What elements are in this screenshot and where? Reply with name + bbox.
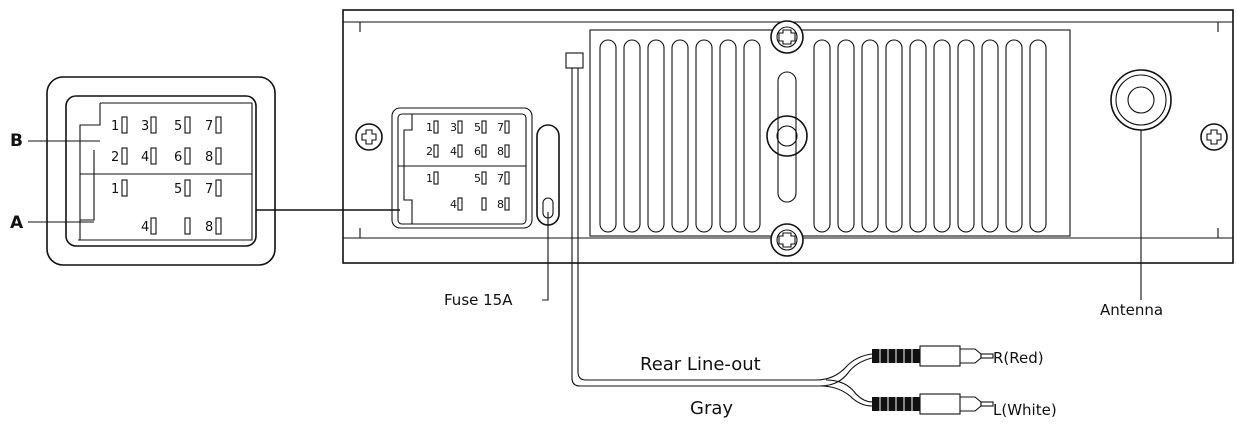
pin-label: 1 bbox=[111, 182, 119, 197]
screw-head-icon bbox=[1200, 123, 1228, 151]
screw-head-icon bbox=[770, 20, 804, 54]
rear-line-out-cable: R(Red) L(White) Rear Line-out Gray bbox=[571, 68, 1057, 419]
fuse-label: Fuse 15A bbox=[444, 291, 513, 309]
pin-label: 4 bbox=[141, 220, 149, 235]
pin-label: 1 bbox=[111, 119, 119, 134]
rca-plug-icon bbox=[872, 345, 994, 367]
pin-label: 8 bbox=[497, 145, 504, 158]
pin-label: 2 bbox=[426, 145, 433, 158]
pin-label: 4 bbox=[141, 150, 149, 165]
screw-head-icon bbox=[770, 223, 804, 257]
pin-label: 6 bbox=[474, 145, 481, 158]
pin-label: 5 bbox=[474, 121, 481, 134]
pin-label: 3 bbox=[450, 121, 457, 134]
enlarged-connector: 1 3 5 7 2 4 6 8 1 5 7 4 bbox=[10, 76, 276, 266]
pin-label: 7 bbox=[205, 119, 213, 134]
pin-label: 5 bbox=[174, 119, 182, 134]
fuse-icon bbox=[536, 124, 560, 226]
group-a-label: A bbox=[10, 213, 24, 233]
heat-sink-fins-right bbox=[813, 39, 1047, 233]
pin-label: 6 bbox=[174, 150, 182, 165]
enlarged-group-b-pins: 1 3 5 7 2 4 6 8 bbox=[111, 116, 222, 165]
pin-label: 2 bbox=[111, 150, 119, 165]
pin-label: 3 bbox=[141, 119, 149, 134]
pin-label: 4 bbox=[450, 145, 457, 158]
screw-head-icon bbox=[355, 123, 383, 151]
pin-label: 4 bbox=[450, 198, 457, 211]
left-channel-label: L(White) bbox=[993, 401, 1057, 419]
center-slot bbox=[777, 71, 797, 203]
pin-label: 7 bbox=[205, 182, 213, 197]
pin-label: 8 bbox=[497, 198, 504, 211]
pin-label: 1 bbox=[426, 172, 433, 185]
group-b-label: B bbox=[10, 131, 23, 151]
heat-sink-fins-left bbox=[599, 39, 761, 233]
rca-plug-icon bbox=[872, 393, 994, 415]
pin-label: 8 bbox=[205, 220, 213, 235]
enlarged-group-a-pins: 1 5 7 4 8 bbox=[111, 179, 222, 235]
pin-label: 7 bbox=[497, 172, 504, 185]
head-unit-body: Antenna 1 3 5 7 2 4 6 8 1 5 bbox=[342, 9, 1234, 319]
right-channel-label: R(Red) bbox=[993, 349, 1044, 367]
pin-label: 5 bbox=[174, 182, 182, 197]
gray-label: Gray bbox=[690, 398, 733, 419]
antenna-socket-icon bbox=[1110, 69, 1172, 300]
pin-label: 8 bbox=[205, 150, 213, 165]
rear-line-out-label: Rear Line-out bbox=[640, 354, 761, 375]
unit-connector: 1 3 5 7 2 4 6 8 1 5 7 4 8 bbox=[391, 107, 533, 229]
line-out-port bbox=[565, 52, 584, 69]
pin-label: 7 bbox=[497, 121, 504, 134]
antenna-label: Antenna bbox=[1100, 301, 1163, 319]
pin-label: 1 bbox=[426, 121, 433, 134]
pin-label: 5 bbox=[474, 172, 481, 185]
